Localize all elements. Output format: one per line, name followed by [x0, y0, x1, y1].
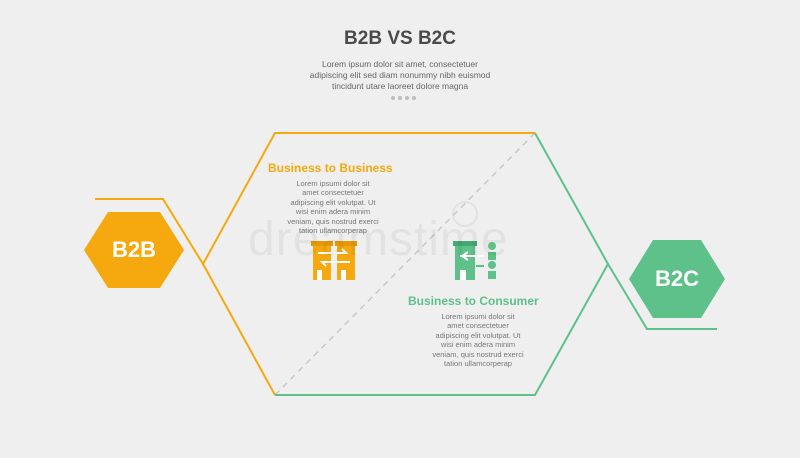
- dot: [397, 96, 402, 100]
- b2c-text-line: wisi enim adera minim: [440, 340, 516, 350]
- b2b-description: Lorem ipsumi dolor sit amet consectetuer…: [268, 179, 398, 235]
- b2c-text-line: Lorem ipsumi dolor sit: [441, 312, 515, 321]
- b2b-text-line: Lorem ipsumi dolor sit: [296, 179, 370, 188]
- b2b-outline: [201, 132, 535, 396]
- b2b-text-line: veniam, quis nostrud exerci: [287, 216, 379, 226]
- business-exchange-icon: [311, 241, 357, 280]
- page-title: B2B VS B2C: [344, 28, 456, 49]
- watermark: dreamstime: [248, 213, 509, 266]
- divider-dots: [388, 96, 418, 102]
- dot: [390, 96, 395, 100]
- dot: [411, 96, 416, 100]
- b2b-title: Business to Business: [268, 161, 393, 175]
- b2c-title: Business to Consumer: [408, 294, 539, 308]
- b2b-text-line: tation ullamcorperap: [299, 226, 367, 236]
- b2b-text-line: amet consectetuer: [302, 188, 364, 198]
- description-line: tincidunt utare laoreet dolore magna: [331, 81, 469, 91]
- b2c-connector: [607, 263, 717, 330]
- b2c-badge-hexagon: [629, 240, 725, 318]
- b2b-badge-hexagon: [84, 212, 184, 288]
- b2c-text-line: amet consectetuer: [447, 321, 509, 331]
- dot: [404, 96, 409, 100]
- b2b-connector: [95, 198, 204, 265]
- page-description: Lorem ipsum dolor sit amet, consectetuer…: [250, 59, 550, 92]
- b2b-text-line: wisi enim adera minim: [295, 207, 371, 217]
- b2c-badge-label: B2C: [654, 266, 699, 291]
- b2c-text-line: adipiscing elit volutpat. Ut: [435, 330, 521, 340]
- watermark-swirl-icon: [452, 201, 478, 227]
- b2b-badge-label: B2B: [111, 237, 156, 262]
- description-line: adipiscing elit sed diam nonummy nibh eu…: [309, 70, 491, 80]
- b2b-text-line: adipiscing elit volutpat. Ut: [290, 197, 376, 207]
- business-consumer-icon: [453, 241, 496, 280]
- b2c-outline: [275, 132, 610, 396]
- b2c-text-line: tation ullamcorperap: [444, 359, 512, 369]
- b2c-description: Lorem ipsumi dolor sit amet consectetuer…: [413, 312, 543, 368]
- b2c-text-line: veniam, quis nostrud exerci: [432, 349, 524, 359]
- description-line: Lorem ipsum dolor sit amet, consectetuer: [322, 59, 478, 69]
